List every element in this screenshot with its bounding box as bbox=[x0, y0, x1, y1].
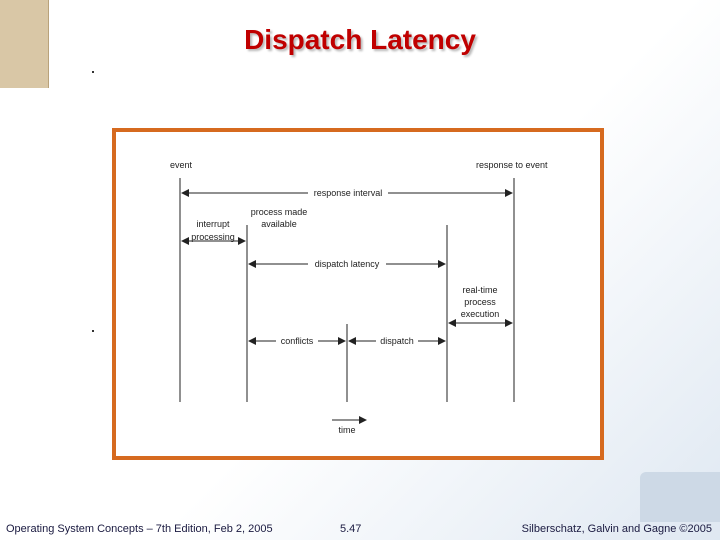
decorative-dot bbox=[92, 330, 94, 332]
label-execution: execution bbox=[461, 309, 500, 319]
label-processing: processing bbox=[191, 232, 235, 242]
label-dispatch: dispatch bbox=[380, 336, 414, 346]
label-response-interval: response interval bbox=[314, 188, 383, 198]
diagram-frame bbox=[112, 128, 604, 460]
footer-page-number: 5.47 bbox=[340, 523, 362, 535]
label-available: available bbox=[261, 219, 297, 229]
label-time: time bbox=[338, 425, 355, 435]
footer-book-title: Operating System Concepts – 7th Edition,… bbox=[6, 523, 273, 535]
label-process-made: process made bbox=[251, 207, 308, 217]
label-real-time: real-time bbox=[462, 285, 497, 295]
footer-authors: Silberschatz, Galvin and Gagne ©2005 bbox=[521, 523, 712, 535]
decorative-dot bbox=[92, 71, 94, 73]
slide-title: Dispatch Latency bbox=[244, 24, 476, 55]
dinosaur-logo-top-left bbox=[0, 0, 49, 88]
label-conflicts: conflicts bbox=[281, 336, 314, 346]
label-event: event bbox=[170, 160, 193, 170]
dinosaur-logo-bottom-right bbox=[640, 472, 720, 522]
label-dispatch-latency: dispatch latency bbox=[315, 259, 380, 269]
label-response-to-event: response to event bbox=[476, 160, 548, 170]
label-interrupt: interrupt bbox=[196, 219, 230, 229]
label-process: process bbox=[464, 297, 496, 307]
